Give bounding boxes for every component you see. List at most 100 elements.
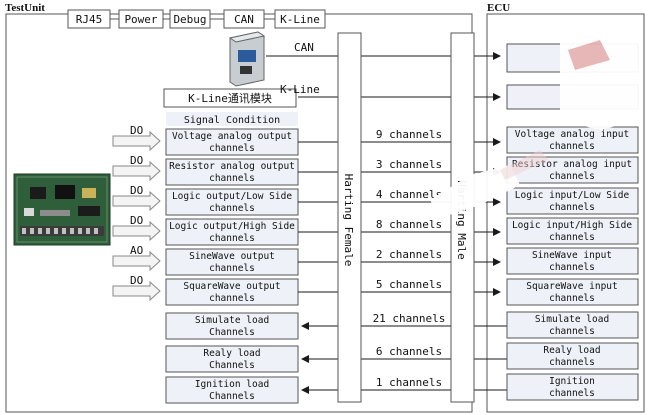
kline-module-box [163,88,297,108]
ecu-channel-label: SquareWave input [526,281,618,292]
ecu-channel-label: Logic input/Low Side [515,190,630,201]
tu-channel-label: channels [209,173,255,184]
channel-count: 6 channels [376,345,442,358]
tu-channel-label: Logic output/Low Side [172,191,292,202]
circuit-board-icon [13,173,111,246]
ecu-channel-label: channels [549,171,595,182]
ecu-channel-label: Simulate load [535,314,609,325]
port-label: RJ45 [76,13,103,26]
ecu-channel-box [506,311,639,339]
tu-channel-box [165,376,299,404]
test-unit-title: TestUnit [5,2,45,14]
ecu-channel-label: Ignition [549,376,595,387]
tu-channel-label: Simulate load [195,315,269,326]
tu-channel-label: Ignition load [195,379,269,390]
signal-arrow [112,220,161,242]
channel-count: 8 channels [376,218,442,231]
signal-arrow [112,190,161,212]
port-label: K-Line [280,13,320,26]
tu-channel-label: Channels [209,391,255,402]
ecu-channel-box [506,278,639,306]
tu-channel-box [165,345,299,373]
signal-arrow [112,250,161,272]
tu-channel-label: Voltage analog output [172,131,292,142]
channel-count: 9 channels [376,128,442,141]
signal-condition-header [166,112,298,126]
channel-count: 5 channels [376,278,442,291]
can-bus-label: CAN [294,41,314,54]
tu-channel-box [165,312,299,340]
ecu-channel-label: Realy load [543,345,600,356]
ecu-channel-label: channels [549,388,595,399]
channel-count: 1 channels [376,376,442,389]
tu-channel-label: Resistor analog output [169,161,295,172]
signal-arrow [112,160,161,182]
channel-count: 21 channels [373,312,446,325]
signal-type-tag: AO [130,244,143,257]
signal-type-tag: DO [130,124,143,137]
ecu-channel-label: channels [549,202,595,213]
ecu-channel-label: channels [549,232,595,243]
ecu-channel-label: channels [549,357,595,368]
kline-module-label: K-Line通讯模块 [188,92,272,105]
ecu-channel-box [506,187,639,215]
port-box [274,9,326,29]
tu-channel-label: Logic output/High Side [169,221,295,232]
channel-count: 3 channels [376,158,442,171]
ecu-title: ECU [487,2,510,14]
tu-channel-label: Channels [209,360,255,371]
ecu-channel-box [506,126,639,154]
port-list: RJ45 Power Debug CAN K-Line [67,9,326,29]
signal-arrow [112,130,161,152]
tu-channel-label: SquareWave output [183,281,280,292]
tu-channel-label: Channels [209,327,255,338]
tu-channel-label: channels [209,263,255,274]
tu-channel-label: channels [209,143,255,154]
ecu-channel-label: Resistor analog input [512,159,632,170]
can-interface-module-icon [228,31,266,87]
port-label: Power [124,13,157,26]
ecu-channel-box [506,342,639,370]
tu-channel-box [165,218,299,246]
tu-channel-label: channels [209,203,255,214]
tu-channel-label: channels [209,233,255,244]
tu-channel-label: SineWave output [189,251,275,262]
tu-channel-box [165,158,299,186]
ecu-channel-label: channels [549,141,595,152]
tu-channel-box [165,278,299,306]
port-label: CAN [234,13,254,26]
ecu-channel-box [506,373,639,401]
ecu-channel-box [506,247,639,275]
channel-count: 2 channels [376,248,442,261]
ecu-channel-label: SineWave input [532,250,612,261]
ecu-channel-label: channels [549,326,595,337]
ecu-channel-label: channels [549,262,595,273]
signal-type-tag: DO [130,214,143,227]
signal-condition-label: Signal Condition [184,115,280,126]
tu-channel-label: channels [209,293,255,304]
signal-type-tag: DO [130,184,143,197]
kline-bus-label: K-Line [280,83,320,96]
ecu-channel-label: channels [549,293,595,304]
signal-type-tag: DO [130,274,143,287]
signal-type-tag: DO [130,154,143,167]
tu-channel-box [165,188,299,216]
ecu-frame [486,13,645,413]
watermark-overlay [430,22,640,218]
harting-female-label: Harting Female [342,174,355,267]
tu-channel-label: Realy load [203,348,260,359]
ecu-channel-label: Voltage analog input [515,129,629,140]
ecu-channel-box [506,217,639,245]
port-label: Debug [173,13,206,26]
ecu-channel-label: Logic input/High Side [512,220,632,231]
